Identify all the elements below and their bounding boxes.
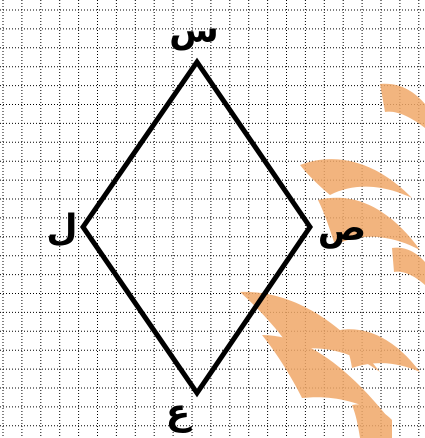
watermark-stroke xyxy=(392,247,425,285)
watermark-stroke xyxy=(318,197,420,250)
watermark-stroke xyxy=(340,329,420,372)
watermark-stroke xyxy=(300,159,412,198)
vertex-label-right: ص xyxy=(318,208,366,249)
watermark-stroke xyxy=(262,335,390,420)
vertex-label-bottom: ع xyxy=(166,392,192,433)
watermark-logo xyxy=(240,83,425,438)
vertex-label-left: ل xyxy=(46,208,77,249)
watermark-stroke xyxy=(380,83,425,128)
rhombus-outline xyxy=(79,57,314,398)
watermark-stroke xyxy=(240,291,380,372)
vertex-label-top: س xyxy=(169,10,219,51)
watermark-stroke xyxy=(352,404,392,438)
